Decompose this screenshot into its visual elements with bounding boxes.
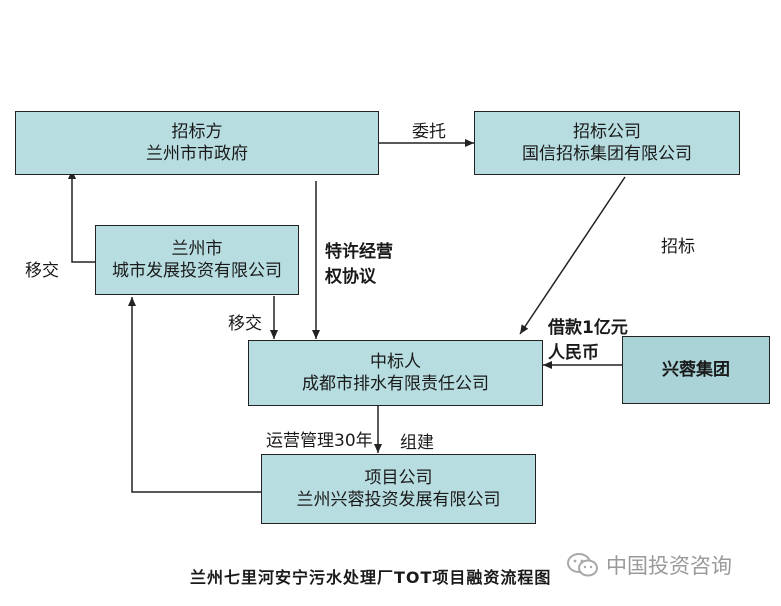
winner-name: 成都市排水有限责任公司 xyxy=(302,374,489,394)
arrow-project-to-city xyxy=(128,297,262,493)
project-company-name: 兰州兴蓉投资发展有限公司 xyxy=(296,490,501,510)
label-entrust: 委托 xyxy=(412,122,446,142)
arrow-bidding xyxy=(519,176,626,335)
label-operate: 运营管理30年 xyxy=(266,431,373,451)
project-company-box: 项目公司 兰州兴蓉投资发展有限公司 xyxy=(261,454,536,524)
watermark: 中国投资咨询 xyxy=(566,550,732,580)
label-franchise-1: 特许经营 xyxy=(325,242,393,262)
watermark-text: 中国投资咨询 xyxy=(606,554,732,578)
winner-title: 中标人 xyxy=(370,352,421,372)
agency-name: 国信招标集团有限公司 xyxy=(522,144,692,164)
winner-box: 中标人 成都市排水有限责任公司 xyxy=(248,340,543,406)
xingrong-name: 兴蓉集团 xyxy=(662,360,730,380)
label-loan-1: 借款1亿元 xyxy=(548,318,628,338)
label-loan-2: 人民币 xyxy=(548,343,599,363)
agency-title: 招标公司 xyxy=(573,122,641,142)
tenderer-name: 兰州市市政府 xyxy=(146,144,248,164)
diagram-caption: 兰州七里河安宁污水处理厂TOT项目融资流程图 xyxy=(190,568,552,587)
label-bidding: 招标 xyxy=(661,237,695,257)
lanzhou-city-box: 兰州市 城市发展投资有限公司 xyxy=(95,225,299,295)
label-build: 组建 xyxy=(400,433,434,453)
label-franchise-2: 权协议 xyxy=(325,267,376,287)
wechat-icon xyxy=(567,553,598,577)
tenderer-box: 招标方 兰州市市政府 xyxy=(15,111,379,175)
project-company-title: 项目公司 xyxy=(364,468,433,488)
xingrong-box: 兴蓉集团 xyxy=(622,336,770,404)
label-transfer-mid: 移交 xyxy=(228,314,262,334)
label-transfer-left: 移交 xyxy=(25,261,59,281)
lanzhou-city-title: 兰州市 xyxy=(171,239,223,259)
tenderer-title: 招标方 xyxy=(171,122,223,142)
arrow-transfer-left xyxy=(68,170,96,263)
agency-box: 招标公司 国信招标集团有限公司 xyxy=(474,111,740,175)
lanzhou-city-name: 城市发展投资有限公司 xyxy=(112,261,282,281)
